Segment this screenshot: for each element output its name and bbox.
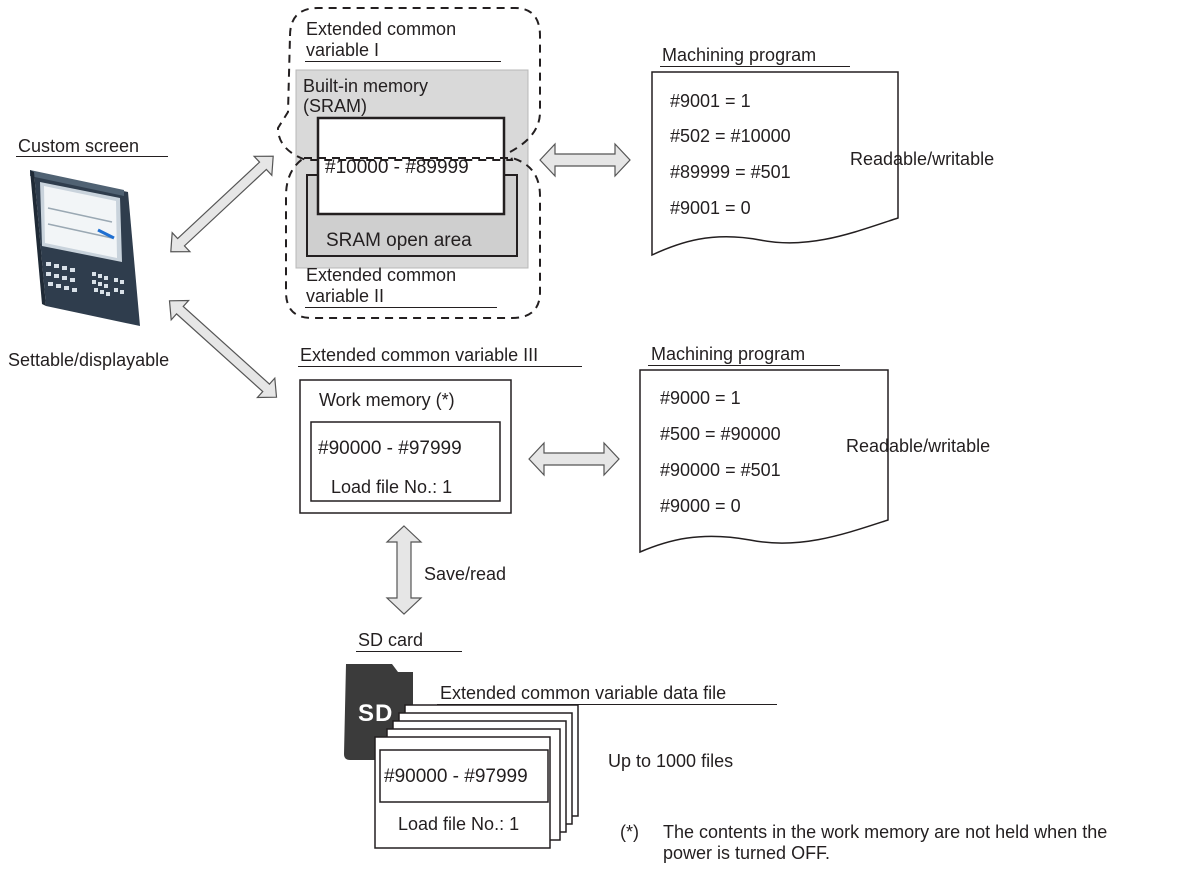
arrow-sram-to-program [539,142,631,178]
program-bottom-access: Readable/writable [846,436,991,456]
builtin-memory-label-line2: (SRAM) [303,96,367,116]
program-top-line-3: #89999 = #501 [670,162,791,182]
custom-screen-caption: Settable/displayable [8,350,170,370]
arrow-work-memory-to-program [528,441,620,477]
footnote-line2: power is turned OFF. [663,843,831,863]
variable-I-dashed-outline [276,7,541,161]
data-file-title: Extended common variable data file [440,683,727,703]
variable-II-title-line1: Extended common [306,265,457,285]
program-bottom-title-underline [648,365,840,366]
variable-III-title-underline [298,366,582,367]
builtin-memory-label-line1: Built-in memory [303,76,429,96]
sram-range-label: #10000 - #89999 [325,157,469,178]
program-top-document [651,71,899,257]
program-bottom-document [639,369,889,554]
program-bottom-line-4: #9000 = 0 [660,496,741,516]
variable-III-title: Extended common variable III [300,345,539,365]
variable-II-title-underline [305,307,497,308]
work-memory-load-file: Load file No.: 1 [331,477,453,497]
custom-screen-title-underline [16,156,168,157]
sd-card-title: SD card [358,630,424,650]
footnote-line1: The contents in the work memory are not … [663,822,1108,842]
save-read-label: Save/read [424,564,507,584]
sd-card-title-underline [356,651,462,652]
data-file-load: Load file No.: 1 [398,814,520,834]
program-bottom-line-3: #90000 = #501 [660,460,781,480]
custom-screen-panel-icon [30,170,140,326]
variable-I-title-line1: Extended common [306,19,457,39]
arrow-screen-to-work-memory [168,299,278,399]
program-top-title-underline [660,66,850,67]
program-top-line-2: #502 = #10000 [670,126,791,146]
program-top-line-4: #9001 = 0 [670,198,751,218]
data-file-count: Up to 1000 files [608,751,734,771]
program-bottom-line-1: #9000 = 1 [660,388,741,408]
arrow-screen-to-sram [170,155,274,253]
sram-open-area-label: SRAM open area [326,230,472,251]
data-file-range: #90000 - #97999 [384,766,528,787]
program-bottom-title: Machining program [651,344,806,364]
footnote-mark: (*) [620,822,639,842]
variable-I-title-underline [305,61,501,62]
program-top-title: Machining program [662,45,817,65]
program-top-line-1: #9001 = 1 [670,91,751,111]
work-memory-inner-box [310,421,501,502]
program-bottom-line-2: #500 = #90000 [660,424,781,444]
sram-range-box [316,116,506,216]
variable-II-title-line2: variable II [306,286,385,306]
work-memory-range: #90000 - #97999 [318,438,462,459]
data-file-title-underline [437,704,777,705]
variable-II-dashed-outline [285,157,541,319]
program-top-access: Readable/writable [850,149,995,169]
arrow-work-memory-to-sd [385,525,423,615]
sd-card-icon-text: SD [358,700,394,727]
work-memory-label: Work memory (*) [319,390,455,410]
custom-screen-title: Custom screen [18,136,140,156]
data-file-range-box [379,749,549,803]
variable-I-title-line2: variable I [306,40,380,60]
